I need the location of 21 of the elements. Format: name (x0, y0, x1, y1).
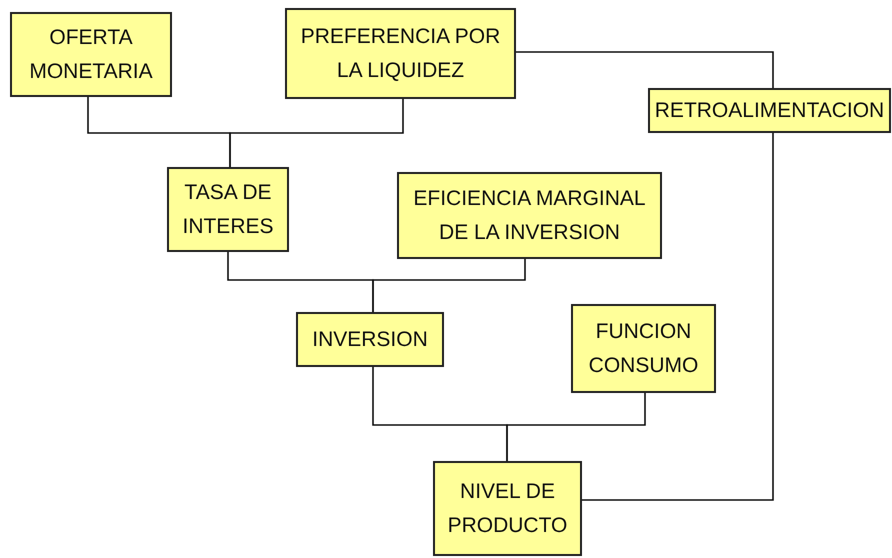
concept-box (167, 167, 289, 252)
connector-line (372, 259, 526, 312)
concept-box (571, 304, 716, 393)
concept-label: EFICIENCIA MARGINAL DE LA INVERSION (412, 186, 647, 246)
connector-line (506, 393, 646, 461)
concept-box (296, 312, 444, 367)
concept-label: FUNCION CONSUMO (588, 318, 700, 378)
concept-label: NIVEL DE PRODUCTO (448, 478, 568, 538)
concept-box (648, 88, 891, 133)
concept-box (433, 461, 582, 556)
concept-box (397, 172, 662, 259)
connector-line (516, 51, 774, 88)
concept-label: RETROALIMENTACION (654, 98, 884, 124)
connector-line (582, 133, 774, 501)
concept-box (285, 8, 516, 99)
concept-label: OFERTA MONETARIA (28, 24, 154, 84)
concept-label: TASA DE INTERES (181, 180, 274, 240)
connector-line (229, 99, 404, 167)
concept-label: PREFERENCIA POR LA LIQUIDEZ (300, 24, 500, 84)
concept-label: INVERSION (312, 326, 428, 352)
concept-box (10, 12, 172, 97)
